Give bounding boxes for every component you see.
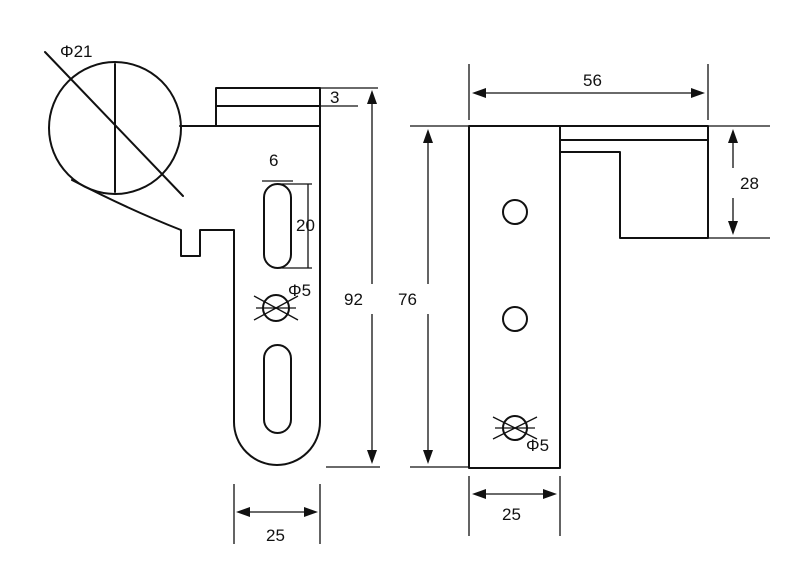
dim25-left-arrow-b bbox=[304, 507, 318, 517]
right-hole-middle bbox=[502, 306, 528, 332]
dim76-arrow-top bbox=[423, 129, 433, 143]
label-dim28: 28 bbox=[740, 174, 759, 193]
right-hole-top bbox=[502, 199, 528, 225]
lower-slot bbox=[263, 344, 292, 434]
label-phi5-left: Φ5 bbox=[288, 281, 311, 300]
label-dim92: 92 bbox=[344, 290, 363, 309]
left-view bbox=[44, 51, 380, 544]
right-plate bbox=[468, 125, 561, 469]
left-plate-outline bbox=[71, 125, 321, 466]
circle-diagonal-line bbox=[44, 51, 184, 197]
label-dim6: 6 bbox=[269, 151, 278, 170]
label-dim56: 56 bbox=[583, 71, 602, 90]
dim28-arrow-bottom bbox=[728, 221, 738, 235]
label-dia21: Φ21 bbox=[60, 42, 92, 61]
dim92-arrow-bottom bbox=[367, 450, 377, 464]
pivot-circle bbox=[48, 61, 182, 195]
upper-slot bbox=[263, 183, 292, 269]
label-dim3: 3 bbox=[330, 88, 339, 107]
dim28-arrow-top bbox=[728, 129, 738, 143]
dim25-right-arrow-a bbox=[472, 489, 486, 499]
dim25-right-arrow-b bbox=[543, 489, 557, 499]
dim56-arrow-b bbox=[691, 88, 705, 98]
right-view bbox=[410, 64, 770, 536]
dim92-arrow-top bbox=[367, 90, 377, 104]
right-arm-outline bbox=[559, 125, 709, 239]
label-dim76: 76 bbox=[398, 290, 417, 309]
dim56-arrow-a bbox=[472, 88, 486, 98]
label-dim25-left: 25 bbox=[266, 526, 285, 545]
label-phi5-right: Φ5 bbox=[526, 436, 549, 455]
dim76-arrow-bottom bbox=[423, 450, 433, 464]
dim25-left-arrow-a bbox=[236, 507, 250, 517]
label-dim20: 20 bbox=[296, 216, 315, 235]
dimension-labels: Φ21 3 6 20 Φ5 92 76 25 56 28 Φ5 25 bbox=[60, 42, 759, 545]
label-dim25-right: 25 bbox=[502, 505, 521, 524]
